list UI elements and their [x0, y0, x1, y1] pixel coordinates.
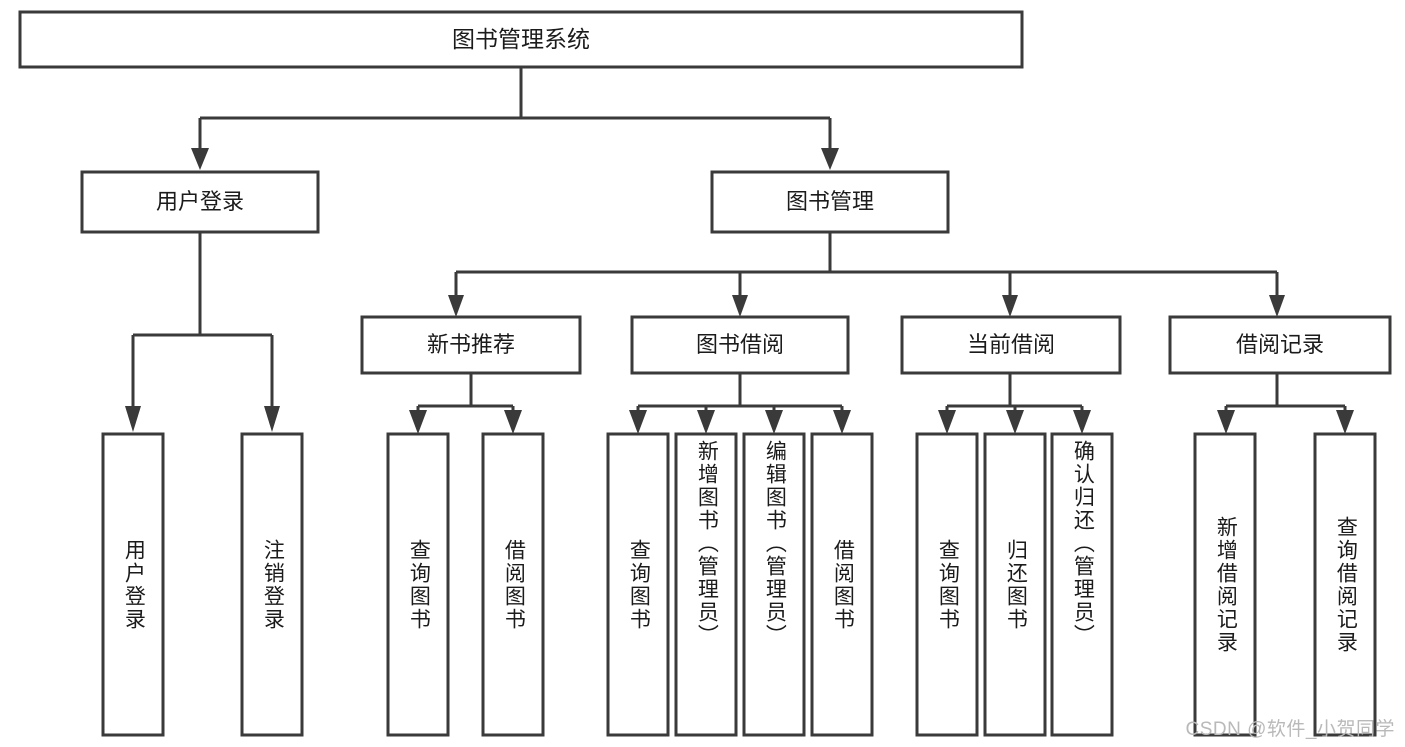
connector-userlogin-to-leaves — [125, 232, 280, 432]
node-borrow-record-label: 借阅记录 — [1236, 332, 1324, 357]
arrow-head-icon — [938, 410, 956, 434]
leaf-box-query-record[interactable] — [1313, 432, 1377, 737]
connector-bookmgmt-to-level3 — [448, 232, 1285, 317]
arrow-head-icon — [1006, 410, 1024, 434]
leaf-box-confirm-return[interactable] — [1050, 432, 1114, 737]
leaf-box-return-book[interactable] — [983, 432, 1047, 737]
leaf-box-user-login[interactable] — [101, 432, 165, 737]
arrow-head-icon — [697, 410, 715, 434]
node-book-borrow[interactable]: 图书借阅 — [630, 315, 850, 375]
leaf-box-add-book[interactable] — [674, 432, 738, 737]
watermark-text: CSDN @软件_小贺同学 — [1185, 719, 1395, 740]
connector-currentborrow-to-leaves — [938, 373, 1091, 434]
node-current-borrow-label: 当前借阅 — [967, 332, 1055, 357]
arrow-head-icon — [629, 410, 647, 434]
node-book-management-label: 图书管理 — [786, 189, 874, 214]
arrow-head-icon — [264, 406, 280, 432]
leaf-box-query-book-3[interactable] — [915, 432, 979, 737]
node-borrow-record[interactable]: 借阅记录 — [1168, 315, 1392, 375]
arrow-head-icon — [191, 148, 209, 170]
node-root[interactable]: 图书管理系统 — [18, 10, 1024, 69]
arrow-head-icon — [1217, 410, 1235, 434]
connector-borrowrecord-to-leaves — [1217, 373, 1354, 434]
connector-root-to-level2 — [191, 67, 839, 170]
connector-bookborrow-to-leaves — [629, 373, 851, 434]
node-user-login-label: 用户登录 — [156, 189, 244, 214]
arrow-head-icon — [821, 148, 839, 170]
leaf-box-edit-book[interactable] — [742, 432, 806, 737]
arrow-head-icon — [732, 295, 748, 317]
arrow-head-icon — [1002, 295, 1018, 317]
arrow-head-icon — [1336, 410, 1354, 434]
arrow-head-icon — [504, 410, 522, 434]
arrow-head-icon — [125, 406, 141, 432]
node-user-login[interactable]: 用户登录 — [80, 170, 320, 234]
arrow-head-icon — [765, 410, 783, 434]
arrow-head-icon — [1269, 295, 1285, 317]
leaf-box-query-book-1[interactable] — [386, 432, 450, 737]
arrow-head-icon — [1073, 410, 1091, 434]
node-current-borrow[interactable]: 当前借阅 — [900, 315, 1122, 375]
leaf-box-query-book-2[interactable] — [606, 432, 670, 737]
leaf-box-logout-login[interactable] — [240, 432, 304, 737]
connector-newbook-to-leaves — [409, 373, 522, 434]
leaf-box-add-record[interactable] — [1193, 432, 1257, 737]
node-book-borrow-label: 图书借阅 — [696, 332, 784, 357]
node-new-book-recommend-label: 新书推荐 — [427, 332, 515, 357]
leaf-box-borrow-book-2[interactable] — [810, 432, 874, 737]
node-new-book-recommend[interactable]: 新书推荐 — [360, 315, 582, 375]
node-book-management[interactable]: 图书管理 — [710, 170, 950, 234]
arrow-head-icon — [409, 410, 427, 434]
arrow-head-icon — [448, 295, 464, 317]
arrow-head-icon — [833, 410, 851, 434]
leaf-box-borrow-book-1[interactable] — [481, 432, 545, 737]
node-root-label: 图书管理系统 — [452, 26, 590, 52]
leaf-boxes — [101, 432, 1377, 737]
